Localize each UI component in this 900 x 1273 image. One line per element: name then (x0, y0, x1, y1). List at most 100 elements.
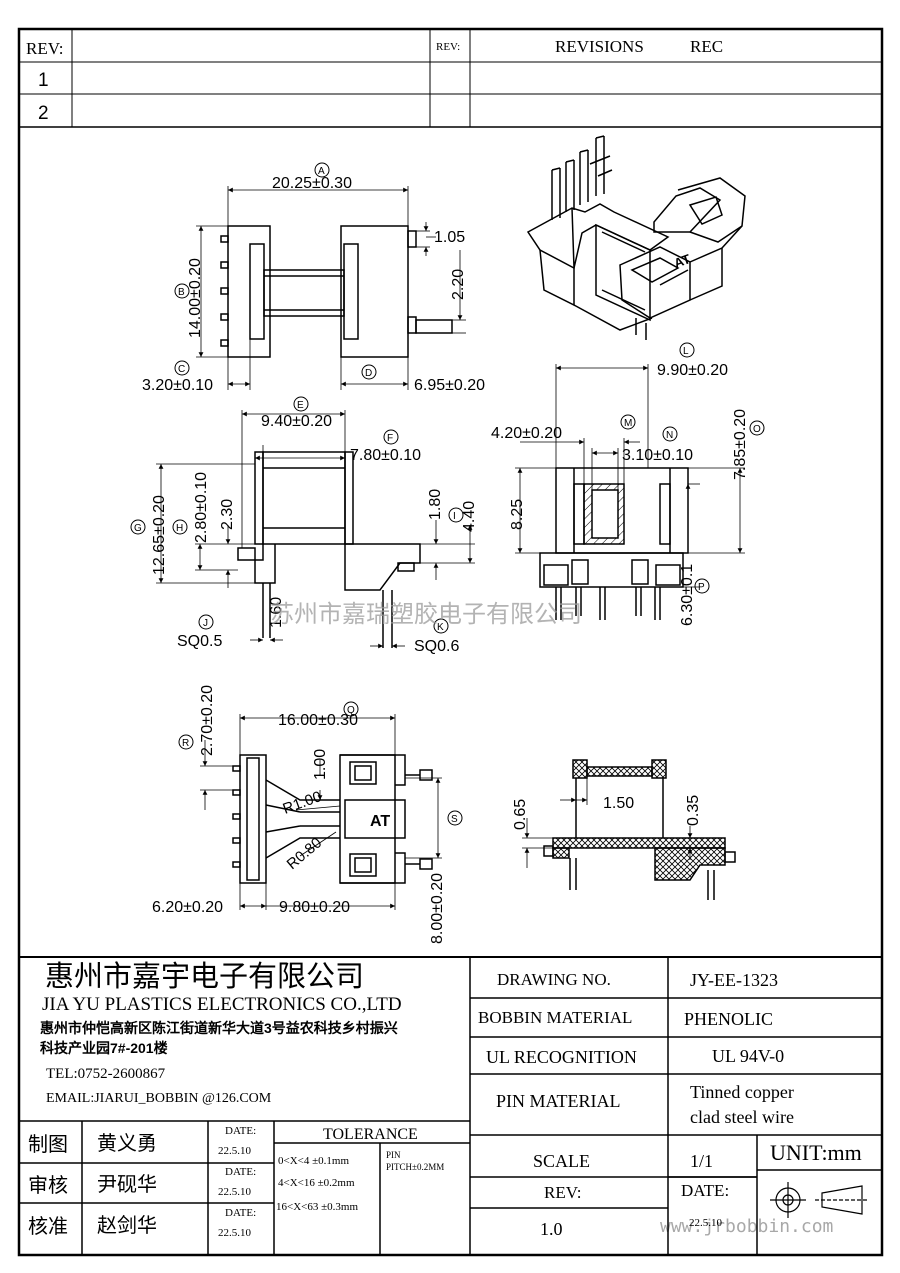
signoff-name: 黄义勇 (97, 1132, 157, 1155)
tolerance-1: 0<X<4 ±0.1mm (278, 1155, 349, 1167)
label-n-circle (662, 426, 678, 442)
dim-b: 14.00±0.20 (187, 258, 204, 338)
outer-frame (17, 27, 884, 1257)
signoff-role: 制图 (28, 1133, 68, 1156)
label-g: G (134, 523, 142, 534)
pin-pitch-2: PITCH±0.2MM (386, 1162, 444, 1172)
watermark-website: www.jrbobbin.com (660, 1216, 833, 1237)
bobbin-material-label: BOBBIN MATERIAL (478, 1008, 632, 1027)
dim-q: 16.00±0.30 (278, 712, 358, 729)
bottom-mark: AT (370, 813, 390, 830)
bobbin-material: PHENOLIC (684, 1009, 773, 1029)
signoff-date: 22.5.10 (218, 1145, 252, 1157)
label-f: F (387, 433, 393, 444)
signoff-row-3: 核准 赵剑华 DATE: 22.5.10 (28, 1207, 256, 1239)
label-l-circle (679, 342, 695, 358)
label-h-circle (172, 519, 188, 535)
dim-620: 6.20±0.20 (152, 899, 223, 916)
dim-a: 20.25±0.30 (272, 175, 352, 192)
dim-k: SQ0.6 (414, 638, 459, 655)
label-p: P (698, 582, 705, 593)
dim-m: 4.20±0.20 (491, 425, 562, 442)
address-line-1: 惠州市仲恺高新区陈江街道新华大道3号益农科技乡村振兴 (40, 1020, 398, 1036)
ul-value: UL 94V-0 (712, 1046, 784, 1066)
revisions-label: REVISIONS (555, 37, 644, 56)
label-p-circle (694, 578, 710, 594)
signoff-name: 赵剑华 (97, 1214, 157, 1237)
label-a-circle (314, 162, 330, 178)
dim-n: 3.10±0.10 (622, 447, 693, 464)
pin-pitch-1: PIN (386, 1150, 401, 1160)
label-q-circle (343, 701, 359, 717)
rev-label: REV: (26, 39, 63, 58)
section-view (543, 759, 736, 900)
label-k: K (437, 622, 444, 633)
title-block-grid (19, 956, 882, 1255)
dim-r: 2.70±0.20 (199, 685, 216, 756)
signoff-date-label: DATE: (225, 1166, 256, 1178)
date-label: DATE: (681, 1181, 729, 1200)
company-tel: TEL:0752-2600867 (46, 1066, 166, 1082)
pin-material-2: clad steel wire (690, 1107, 794, 1127)
rec-label: REC (690, 37, 723, 56)
rev-row-2: 2 (38, 103, 49, 124)
label-i-circle (448, 507, 464, 523)
label-c-circle (174, 360, 190, 376)
label-g-circle (130, 519, 146, 535)
label-s: S (451, 814, 458, 825)
label-e-circle (293, 396, 309, 412)
iso-mark: AT (672, 251, 693, 271)
watermark-company: 苏州市嘉瑞塑胶电子有限公司 (270, 601, 582, 628)
dim-065: 0.65 (512, 799, 529, 830)
pin-material-label: PIN MATERIAL (496, 1091, 621, 1111)
label-c: C (178, 364, 185, 375)
tolerance-2: 4<X<16 ±0.2mm (278, 1177, 355, 1189)
dim-035: 0.35 (685, 795, 702, 826)
label-o-circle (749, 420, 765, 436)
ul-label: UL RECOGNITION (486, 1047, 637, 1067)
scale-value: 1/1 (690, 1151, 713, 1171)
bottom-view (232, 754, 433, 884)
label-j-circle (198, 614, 214, 630)
tolerance-label: TOLERANCE (323, 1126, 418, 1143)
section-view-dims (522, 776, 693, 868)
top-view (220, 225, 453, 358)
dim-100: 1.00 (312, 749, 329, 780)
label-j: J (203, 618, 208, 629)
company-email: EMAIL:JIARUI_BOBBIN @126.COM (46, 1091, 272, 1106)
front-view-dims (515, 364, 745, 588)
dim-230: 2.30 (219, 499, 236, 530)
label-b-circle (174, 283, 190, 299)
dim-160: 1.60 (268, 597, 285, 628)
pin-material-1: Tinned copper (690, 1082, 794, 1102)
signoff-date: 22.5.10 (218, 1186, 252, 1198)
dim-r080: R0.80 (284, 834, 326, 873)
signoff-date-label: DATE: (225, 1125, 256, 1137)
label-r: R (182, 738, 189, 749)
rev-label-2: REV: (436, 41, 460, 53)
drawing-no-label: DRAWING NO. (497, 970, 611, 989)
label-a: A (318, 166, 325, 177)
signoff-row-1: 制图 黄义勇 DATE: 22.5.10 (28, 1125, 256, 1157)
dim-105: 1.05 (434, 229, 465, 246)
label-i: I (453, 511, 456, 522)
drawing-no: JY-EE-1323 (690, 970, 778, 990)
dim-e: 9.40±0.20 (261, 413, 332, 430)
signoff-date-label: DATE: (225, 1207, 256, 1219)
dim-l: 9.90±0.20 (657, 362, 728, 379)
label-b: B (178, 287, 185, 298)
company-en: JIA YU PLASTICS ELECTRONICS CO.,LTD (42, 994, 402, 1015)
dim-440: 4.40 (461, 501, 478, 532)
dim-180: 1.80 (427, 489, 444, 520)
bottom-view-dims (200, 714, 442, 910)
rev-row-1: 1 (38, 70, 49, 91)
label-r-circle (178, 734, 194, 750)
address-line-2: 科技产业园7#-201楼 (40, 1040, 168, 1056)
label-k-circle (433, 618, 449, 634)
dim-980: 9.80±0.20 (279, 899, 350, 916)
revision-table (19, 29, 882, 128)
front-view (539, 467, 689, 620)
signoff-role: 核准 (28, 1215, 68, 1238)
rev-label-title: REV: (544, 1183, 581, 1202)
